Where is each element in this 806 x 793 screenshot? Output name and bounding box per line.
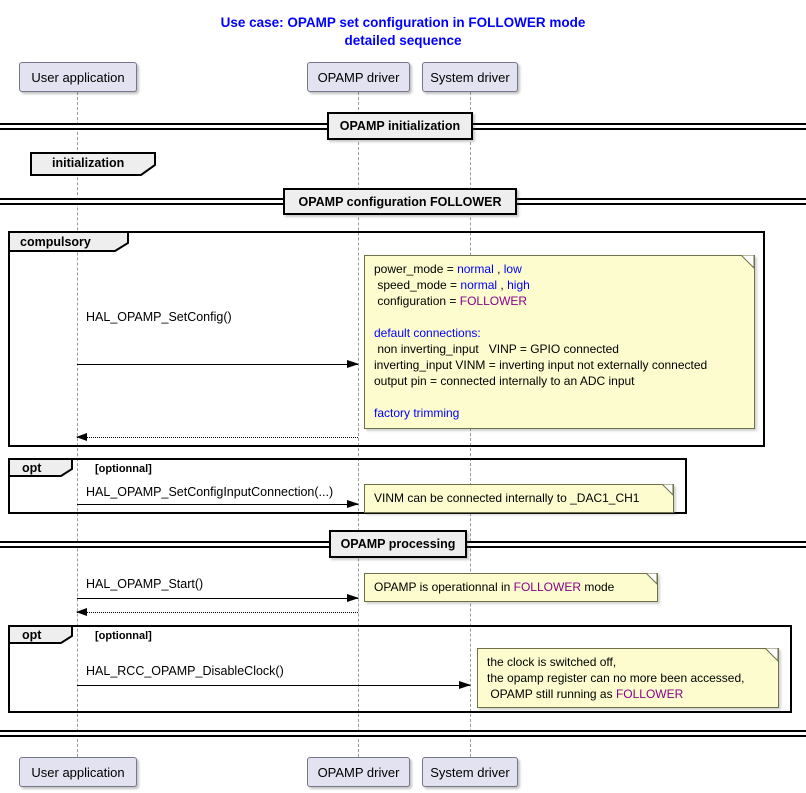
initialization-tab-shape — [30, 152, 156, 176]
divider-opamp-processing: OPAMP processing — [329, 530, 467, 558]
participant-label: System driver — [430, 69, 510, 85]
lifeline-user-application — [77, 92, 78, 757]
note-fold-icon — [741, 255, 755, 269]
arrowhead-left-icon — [76, 433, 87, 441]
frame-opt-input-connection: opt [optionnal] — [8, 458, 687, 514]
note-config: power_mode = normal , low speed_mode = n… — [364, 255, 755, 429]
note-operational: OPAMP is operationnal in FOLLOWER mode — [364, 573, 658, 602]
diagram-title-line1: Use case: OPAMP set configuration in FOL… — [220, 15, 586, 30]
divider-label: OPAMP configuration FOLLOWER — [298, 194, 502, 209]
frame-opt1-condition: [optionnal] — [95, 463, 152, 475]
frame-compulsory: compulsory — [8, 231, 765, 447]
divider-label: OPAMP initialization — [339, 119, 461, 133]
frame-opt2-label: opt — [22, 628, 42, 642]
participant-user-application-top: User application — [19, 62, 137, 92]
participant-opamp-driver-bottom: OPAMP driver — [307, 757, 410, 787]
frame-compulsory-label: compulsory — [20, 235, 91, 249]
diagram-title: Use case: OPAMP set configuration in FOL… — [0, 14, 806, 50]
participant-label: User application — [31, 69, 125, 85]
participant-opamp-driver-top: OPAMP driver — [307, 62, 410, 92]
message-start-return-arrow — [76, 608, 358, 616]
note-fold-icon — [765, 648, 779, 662]
message-setconfig-arrow — [77, 360, 359, 368]
lifeline-opamp-driver — [358, 92, 359, 757]
note-fold-icon — [662, 484, 674, 496]
note-fold-icon — [646, 573, 658, 585]
frame-tab-shape — [8, 231, 129, 252]
diagram-title-line2: detailed sequence — [344, 33, 462, 48]
participant-label: System driver — [430, 764, 510, 780]
divider-opamp-configuration-follower: OPAMP configuration FOLLOWER — [283, 188, 517, 215]
message-disableclock-arrow — [77, 681, 471, 689]
arrowhead-left-icon — [76, 608, 87, 616]
note-vinm: VINM can be connected internally to _DAC… — [364, 484, 674, 513]
arrowhead-right-icon — [347, 360, 359, 368]
participant-system-driver-bottom: System driver — [422, 757, 518, 787]
message-setconfiginputconnection-arrow — [77, 500, 359, 508]
divider-opamp-initialization: OPAMP initialization — [327, 112, 473, 140]
frame-opt-disable-clock: opt [optionnal] — [8, 625, 792, 713]
frame-tab-shape — [8, 625, 73, 644]
participant-system-driver-top: System driver — [422, 62, 518, 92]
message-setconfig-return-arrow — [76, 433, 358, 441]
frame-tab-shape — [8, 458, 73, 477]
participant-label: User application — [31, 764, 125, 780]
message-setconfiginputconnection-label: HAL_OPAMP_SetConfigInputConnection(...) — [86, 485, 334, 499]
message-setconfig-label: HAL_OPAMP_SetConfig() — [86, 310, 232, 324]
message-disableclock-label: HAL_RCC_OPAMP_DisableClock() — [86, 664, 284, 678]
participant-label: OPAMP driver — [317, 69, 400, 85]
divider-lines-footer — [0, 730, 806, 737]
arrowhead-right-icon — [347, 594, 359, 602]
arrowhead-right-icon — [459, 681, 471, 689]
initialization-label: initialization — [52, 156, 125, 170]
divider-label: OPAMP processing — [340, 537, 456, 551]
message-start-label: HAL_OPAMP_Start() — [86, 577, 204, 591]
frame-opt1-label: opt — [22, 461, 42, 475]
arrowhead-right-icon — [347, 500, 359, 508]
message-start-arrow — [77, 594, 359, 602]
participant-user-application-bottom: User application — [19, 757, 137, 787]
frame-opt2-condition: [optionnal] — [95, 630, 152, 642]
participant-label: OPAMP driver — [317, 764, 400, 780]
note-clock: the clock is switched off,the opamp regi… — [477, 648, 779, 708]
